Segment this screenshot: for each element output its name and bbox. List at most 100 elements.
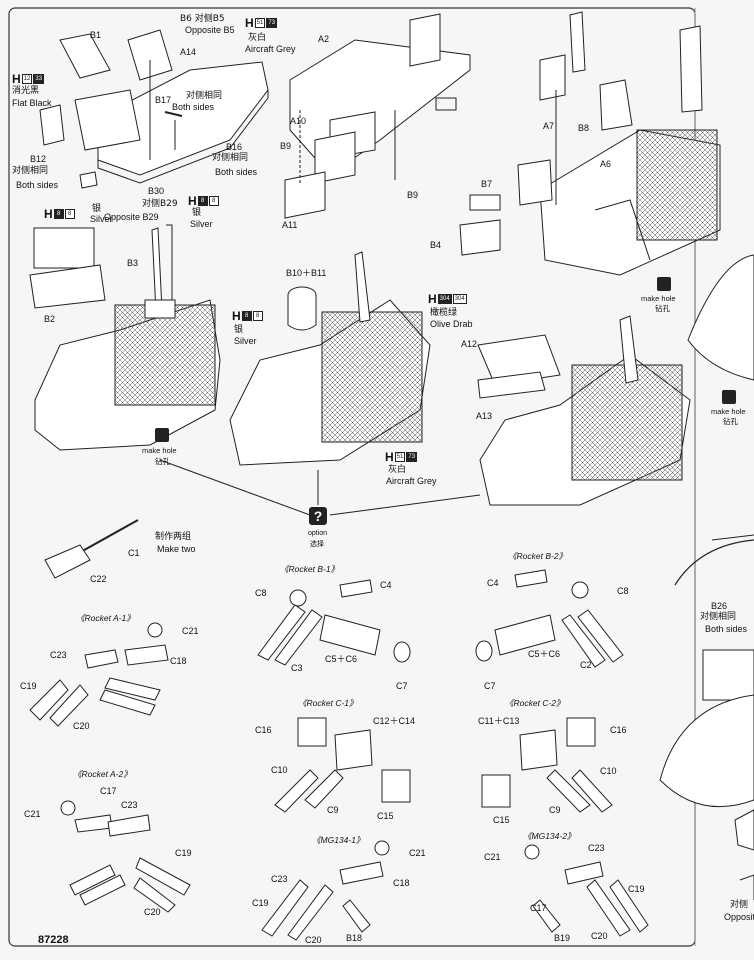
part-label: C20 [144, 907, 161, 917]
note-make-hole-cn: 钻孔 [155, 457, 170, 466]
part-label: C23 [121, 800, 138, 810]
mg134-2-drawing [524, 844, 649, 937]
rocket-c2-drawing [481, 717, 613, 813]
part-label: 对侧相同 [12, 166, 49, 176]
part-label: C8 [617, 586, 629, 596]
paint-chip: 304 [437, 294, 452, 304]
part-label: A6 [600, 159, 612, 169]
part-label: Opposite B29 [104, 212, 159, 222]
part-label: Both sides [172, 102, 215, 112]
part-label: C16 [255, 725, 272, 735]
part-label: C10 [271, 765, 288, 775]
paint-chip: 8 [64, 209, 75, 219]
option-icon: ? [309, 507, 327, 525]
part-label: C17 [530, 903, 547, 913]
part-label: A14 [180, 47, 197, 57]
rod-c1-c22 [44, 519, 139, 579]
step-cockpit-upper [459, 11, 721, 276]
part-label: 对侧 [730, 900, 749, 910]
section-title-rocket-a2: 《Rocket A-2》 [73, 769, 132, 779]
part-label: 对侧相同 [212, 153, 249, 163]
part-label: Opposit [724, 912, 754, 922]
part-label: B2 [44, 314, 56, 324]
step-fuselage-right [477, 254, 754, 506]
rocket-a2-drawing [60, 800, 191, 913]
part-label: B12 [30, 154, 47, 164]
note-make-two: Make two [157, 544, 196, 554]
part-label: 对侧相同 [186, 91, 223, 101]
part-label: C7 [396, 681, 408, 691]
paint-name: Olive Drab [430, 319, 473, 329]
part-label: C19 [628, 884, 645, 894]
note-make-hole-cn: 钻孔 [655, 304, 670, 313]
part-label: C20 [73, 721, 90, 731]
paint-name-cn: 橄榄绿 [430, 308, 458, 318]
step-cabin-walls [284, 13, 471, 219]
note-make-hole: make hole [711, 407, 746, 416]
section-title-rocket-a1: 《Rocket A-1》 [76, 613, 135, 623]
paint-name-cn: 灰白 [248, 33, 267, 43]
part-label: B19 [554, 933, 571, 943]
part-label: C19 [175, 848, 192, 858]
paint-code-aircraft-grey-2: H 51 73 [385, 450, 418, 464]
part-label: C18 [170, 656, 187, 666]
note-make-hole: make hole [142, 446, 177, 455]
part-label: C8 [255, 588, 267, 598]
part-label: C23 [588, 843, 605, 853]
paint-h: H [12, 72, 21, 86]
part-label: A7 [543, 121, 555, 131]
part-label: C21 [24, 809, 41, 819]
part-label: A11 [282, 220, 298, 230]
part-label: C20 [591, 931, 608, 941]
note-make-two-cn: 制作两组 [155, 532, 192, 542]
paint-code-silver-3: H 8 8 [232, 309, 263, 323]
part-label: C21 [409, 848, 426, 858]
part-label: B1 [90, 30, 102, 40]
part-label: A12 [461, 339, 478, 349]
part-label: C12＋C14 [373, 716, 416, 726]
option-note: option [308, 530, 328, 537]
section-title-mg134-1: 《MG134-1》 [312, 835, 365, 845]
part-label: C7 [484, 681, 496, 691]
part-label: C19 [20, 681, 37, 691]
part-label: C21 [484, 852, 501, 862]
rocket-a1-drawing [29, 622, 169, 727]
paint-chip: 51 [254, 18, 266, 28]
part-label: C5＋C6 [528, 649, 561, 659]
part-label: Both sides [215, 167, 258, 177]
rocket-c1-drawing [274, 717, 411, 813]
paint-name-cn: 银 [192, 208, 202, 218]
part-label: B6 对侧B5 [180, 14, 225, 24]
part-label: C4 [487, 578, 499, 588]
part-label: C15 [493, 815, 510, 825]
section-title-mg134-2: 《MG134-2》 [523, 831, 576, 841]
part-label: C22 [90, 574, 107, 584]
paint-name: Flat Black [12, 98, 52, 108]
option-note-cn: 选择 [310, 540, 324, 548]
rocket-b2-drawing [475, 569, 624, 668]
paint-h: H [385, 450, 394, 464]
section-title-rocket-c2: 《Rocket C-2》 [505, 698, 565, 708]
rocket-b1-drawing [257, 579, 411, 666]
part-label: B26 [711, 601, 728, 611]
paint-chip: 8 [197, 196, 208, 206]
paint-h: H [232, 309, 241, 323]
paint-name-cn: 银 [234, 325, 244, 335]
part-label: C9 [549, 805, 561, 815]
paint-h: H [44, 207, 53, 221]
paint-chip: 8 [208, 196, 219, 206]
paint-code-silver-2: H 8 8 [188, 194, 219, 208]
paint-name: Aircraft Grey [245, 44, 296, 54]
paint-name-cn: 银 [92, 204, 102, 214]
paint-chip: 304 [452, 294, 467, 304]
paint-name: Silver [234, 336, 257, 346]
drill-icon [657, 277, 671, 291]
paint-chip: 33 [33, 74, 45, 84]
paint-chip: 12 [21, 74, 33, 84]
paint-name: Aircraft Grey [386, 476, 437, 486]
part-label: A13 [476, 411, 493, 421]
part-label: B4 [430, 240, 442, 250]
paint-code-aircraft-grey: H 51 73 [245, 16, 278, 30]
part-label: Opposite B5 [185, 25, 235, 35]
